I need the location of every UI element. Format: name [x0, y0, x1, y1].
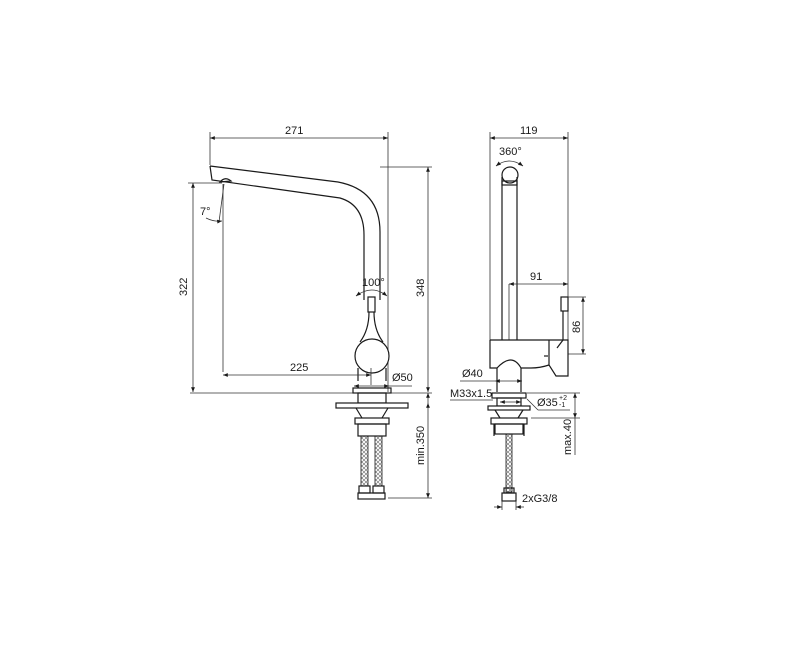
dim-322: 322: [178, 278, 190, 296]
thread-m33: M33x1.5: [450, 388, 492, 400]
side-view: 119 360° 91 86 Ø40 M33x1.5: [450, 125, 586, 510]
dim-348: 348: [415, 279, 427, 297]
dim-min-350: min.350: [415, 426, 427, 465]
dim-86: 86: [571, 321, 583, 333]
dim-271: 271: [285, 125, 303, 137]
dim-225: 225: [290, 362, 308, 374]
dim-91: 91: [530, 271, 542, 283]
dim-119: 119: [520, 125, 538, 137]
dim-diameter-40: Ø40: [462, 368, 483, 380]
angle-100: 100°: [362, 277, 385, 289]
angle-360: 360°: [499, 146, 522, 158]
dim-diameter-50: Ø50: [392, 372, 413, 384]
dim-max-40: max.40: [562, 419, 574, 455]
tolerance-plus: +2: [559, 395, 567, 402]
front-view: 271 7° 322 348 100° 225: [178, 125, 432, 500]
tolerance-minus: -1: [559, 402, 565, 409]
connection-g38: 2xG3/8: [522, 493, 557, 505]
dim-diameter-35: Ø35: [537, 397, 558, 409]
angle-7: 7°: [200, 206, 211, 218]
